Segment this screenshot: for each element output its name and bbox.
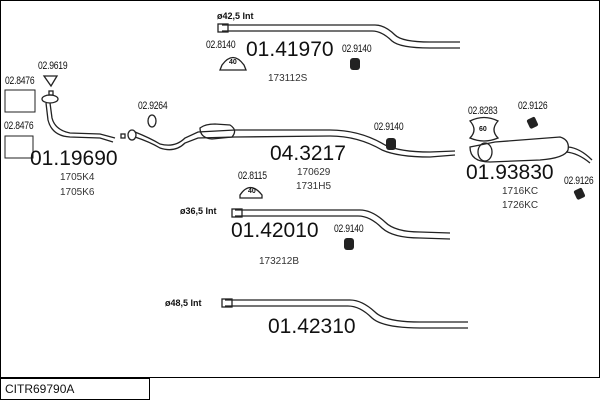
hanger-9140-c: [344, 238, 354, 250]
part-code: 01.42010: [231, 219, 319, 242]
front-pipe: [49, 102, 116, 139]
flange: [41, 94, 59, 104]
bolt-kit-box-1: [4, 89, 36, 113]
accessory-code: 02.9264: [138, 100, 168, 112]
diagram-title: CITR69790A: [0, 378, 150, 400]
accessory-code: 02.8476: [5, 75, 35, 87]
diameter-label: ø42,5 Int: [217, 11, 254, 21]
clamp-8115: [239, 186, 263, 199]
hanger-9126-a: [526, 117, 538, 129]
pipe-41970: [222, 24, 460, 49]
bolt-kit-box-2: [4, 135, 34, 159]
clamp-size: 60: [479, 126, 487, 133]
accessory-code: 02.9140: [342, 43, 372, 55]
accessory-code: 02.9140: [334, 223, 364, 235]
part-ref: 1705K6: [60, 187, 95, 198]
diameter-label: ø48,5 Int: [165, 298, 202, 308]
diameter-label: ø36,5 Int: [180, 206, 217, 216]
part-code: 01.93830: [466, 161, 554, 184]
gasket-9619: [42, 75, 59, 88]
clamp-size: 40: [248, 188, 256, 195]
accessory-code: 02.9126: [564, 175, 594, 187]
clamp-size: 40: [229, 59, 237, 66]
accessory-code: 02.9619: [38, 60, 68, 72]
part-ref: 1731H5: [296, 181, 332, 192]
part-code: 01.19690: [30, 147, 118, 170]
part-ref: 1716KC: [502, 186, 539, 197]
accessory-code: 02.8476: [4, 120, 34, 132]
clamp-8283: [468, 116, 500, 142]
ring-9264: [147, 114, 157, 128]
pipe-42010: [235, 209, 451, 240]
accessory-code: 02.8283: [468, 105, 498, 117]
part-code: 01.41970: [246, 38, 334, 61]
hanger-9140-a: [350, 58, 360, 70]
catalyst: [199, 123, 236, 140]
part-ref: 1726KC: [502, 200, 539, 211]
pipe-42310: [225, 299, 468, 329]
part-ref: 170629: [297, 167, 331, 178]
rear-muffler: [469, 136, 569, 163]
accessory-code: 02.8115: [238, 170, 267, 182]
hanger-9140-b: [386, 138, 396, 150]
accessory-code: 02.9140: [374, 121, 404, 133]
part-code: 04.3217: [270, 142, 346, 165]
part-code: 01.42310: [268, 315, 356, 338]
part-ref: 173112S: [268, 73, 308, 84]
part-ref: 1705K4: [60, 172, 95, 183]
clamp-8140: [219, 56, 247, 71]
accessory-code: 02.9126: [518, 100, 548, 112]
hanger-9126-b: [573, 188, 585, 200]
accessory-code: 02.8140: [206, 39, 236, 51]
part-ref: 173212B: [259, 256, 300, 267]
